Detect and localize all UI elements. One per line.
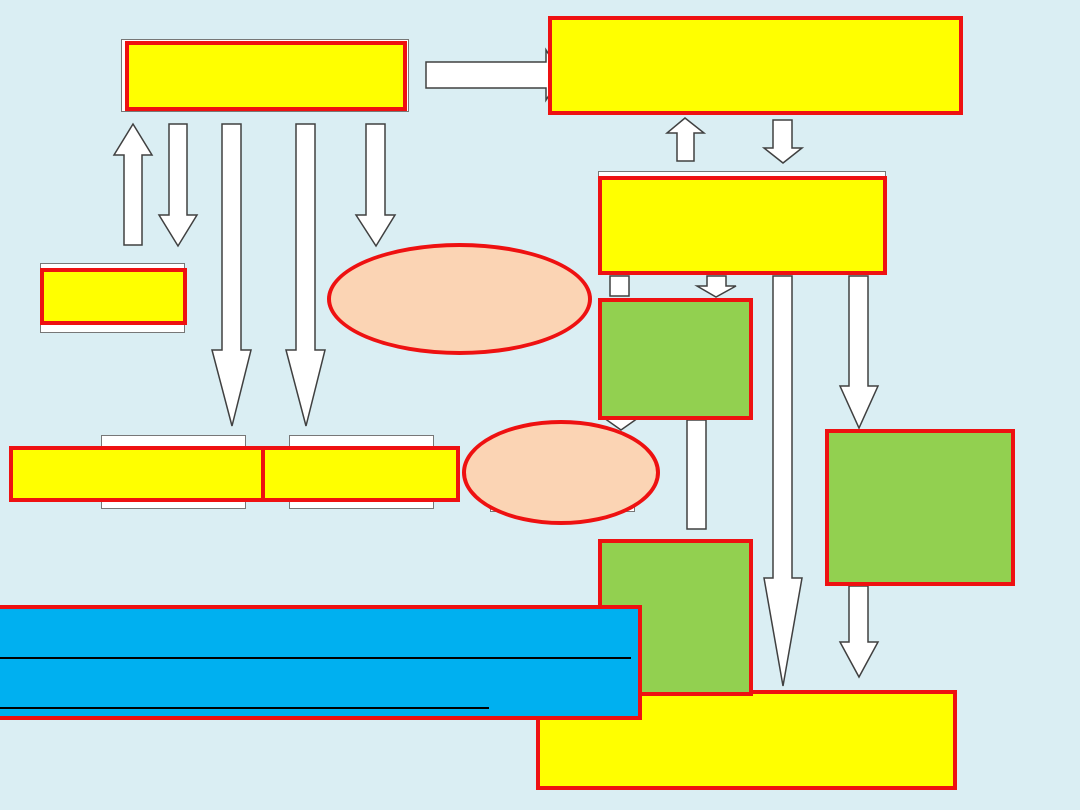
arrow-stub (609, 275, 630, 297)
bottom-left-box-a (9, 446, 265, 502)
arrow-down (354, 123, 397, 248)
arrow-down (838, 585, 880, 679)
mid-right-box (598, 176, 887, 275)
arrow-down (694, 275, 737, 298)
arrow-down-long (211, 123, 252, 427)
underline-rule (0, 657, 631, 659)
underline-rule (0, 707, 489, 709)
blue-banner (0, 605, 642, 720)
arrow-down (838, 275, 880, 430)
left-small-box (40, 268, 187, 325)
green-right-box (825, 429, 1015, 586)
arrow-shaft (686, 419, 707, 530)
arrow-down-long (763, 275, 803, 687)
arrow-down (157, 123, 199, 248)
arrow-right (425, 47, 563, 103)
green-mid-box (598, 298, 753, 420)
top-left-box (125, 41, 407, 111)
arrow-up (664, 117, 707, 162)
center-top-ellipse (327, 243, 592, 355)
center-bottom-ellipse (462, 420, 660, 525)
arrow-down (761, 119, 805, 164)
bottom-left-box-b (261, 446, 460, 502)
arrow-down-long (285, 123, 326, 427)
top-right-box (548, 16, 963, 115)
green-bottom-box (598, 539, 753, 696)
arrow-up (112, 122, 154, 246)
